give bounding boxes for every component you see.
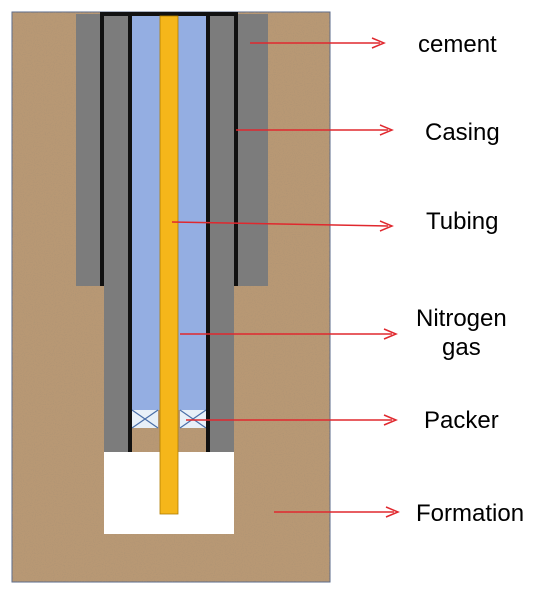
cement-upper-right (238, 14, 268, 286)
label-tubing: Tubing (426, 208, 499, 235)
tubing-string (159, 15, 179, 515)
outer-casing-left (100, 12, 104, 286)
cement-inner-left (104, 14, 128, 286)
label-packer: Packer (424, 407, 499, 434)
label-nitrogen-line2: gas (442, 334, 481, 361)
cement-inner-right (210, 14, 234, 286)
packer-left-cross (131, 409, 159, 429)
inner-casing-right (206, 16, 210, 452)
arrow-formation (274, 506, 400, 518)
cement-lower-right (210, 286, 234, 452)
arrows (171, 37, 400, 518)
label-formation: Formation (416, 500, 524, 527)
label-casing: Casing (425, 119, 500, 146)
arrow-casing (236, 124, 394, 136)
inner-casing-left (128, 16, 132, 452)
label-cement: cement (418, 31, 497, 58)
cement-upper-left (76, 14, 100, 286)
outer-casing-right (234, 12, 238, 286)
label-nitrogen-line1: Nitrogen (416, 305, 507, 332)
packer-right-cross (179, 409, 207, 429)
casing-cap (100, 12, 238, 16)
arrow-tubing (171, 220, 394, 232)
arrow-cement (250, 37, 386, 49)
arrow-packer (186, 414, 398, 426)
arrow-nitrogen (180, 328, 398, 340)
cement-lower-left (104, 286, 128, 452)
